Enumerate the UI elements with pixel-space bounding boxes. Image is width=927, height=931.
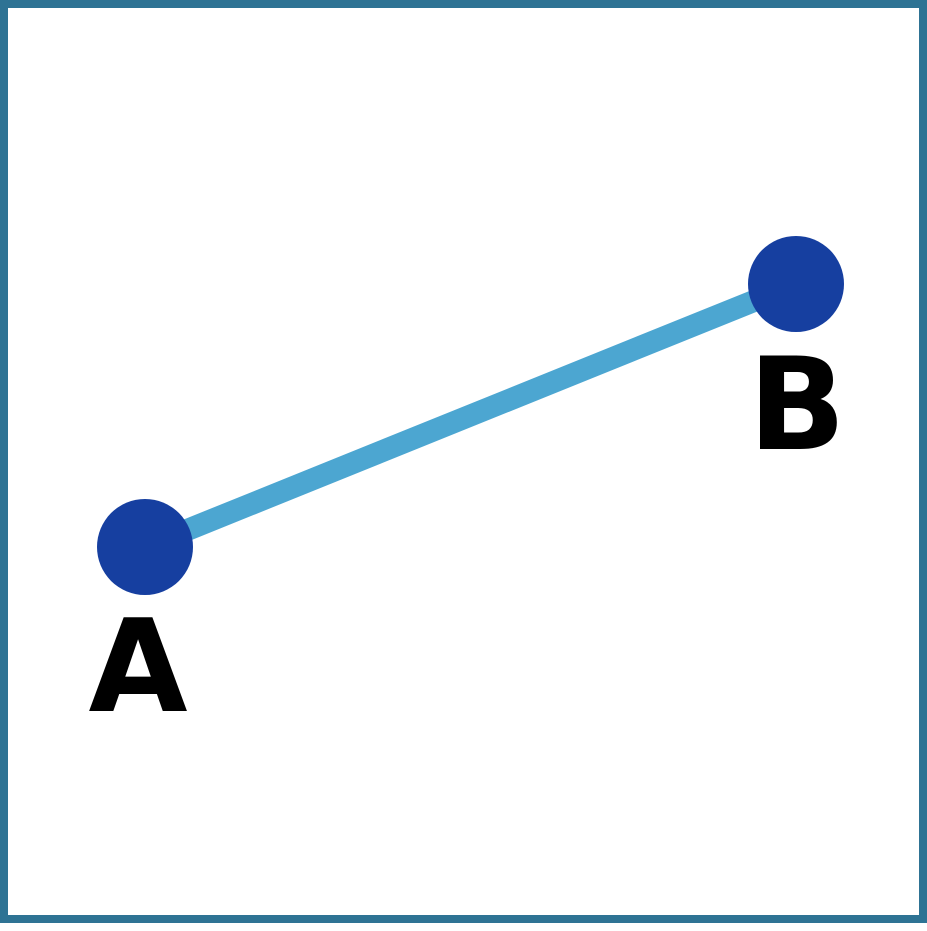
point-b-dot (748, 236, 844, 332)
point-b-label: B (748, 331, 846, 480)
point-a-label: A (88, 593, 188, 742)
segment-ab (140, 273, 801, 558)
point-a-dot (97, 499, 193, 595)
diagram-canvas (97, 236, 844, 595)
